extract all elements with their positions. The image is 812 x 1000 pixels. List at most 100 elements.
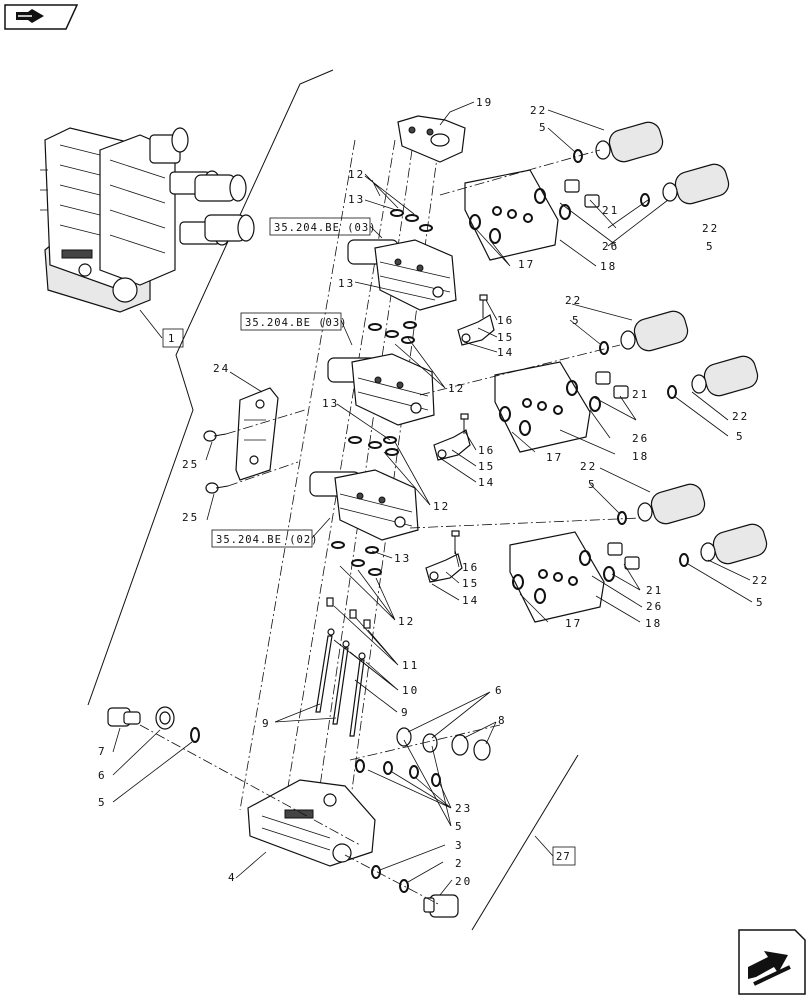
valve-section-2 bbox=[327, 353, 435, 426]
svg-text:14: 14 bbox=[462, 594, 479, 607]
svg-text:17: 17 bbox=[565, 617, 582, 630]
lever-section-3 bbox=[425, 530, 463, 583]
svg-text:22: 22 bbox=[752, 574, 769, 587]
svg-text:6: 6 bbox=[495, 684, 504, 697]
svg-text:18: 18 bbox=[600, 260, 617, 273]
svg-text:16: 16 bbox=[497, 314, 514, 327]
svg-text:25: 25 bbox=[182, 458, 199, 471]
svg-text:26: 26 bbox=[602, 240, 619, 253]
next-page-arrow-icon[interactable] bbox=[738, 929, 806, 995]
callout-leaders bbox=[112, 101, 753, 896]
svg-text:18: 18 bbox=[632, 450, 649, 463]
o-ring-2 bbox=[399, 879, 409, 893]
svg-text:13: 13 bbox=[338, 277, 355, 290]
svg-text:1: 1 bbox=[168, 333, 175, 345]
fitting-20 bbox=[423, 894, 459, 918]
svg-text:12: 12 bbox=[448, 382, 465, 395]
svg-text:5: 5 bbox=[539, 121, 548, 134]
svg-text:21: 21 bbox=[646, 584, 663, 597]
svg-text:14: 14 bbox=[478, 476, 495, 489]
svg-text:23: 23 bbox=[455, 802, 472, 815]
screw-25-b bbox=[205, 482, 229, 494]
svg-text:5: 5 bbox=[98, 796, 107, 809]
svg-text:26: 26 bbox=[646, 600, 663, 613]
svg-text:35.204.BE (03): 35.204.BE (03) bbox=[274, 222, 377, 234]
lever-section-1 bbox=[457, 294, 495, 346]
plug-6-left bbox=[155, 706, 175, 730]
svg-text:14: 14 bbox=[497, 346, 514, 359]
svg-text:5: 5 bbox=[588, 478, 597, 491]
svg-text:15: 15 bbox=[497, 331, 514, 344]
ref-box-1[interactable]: 1 bbox=[162, 328, 184, 348]
inlet-body-4 bbox=[247, 779, 376, 867]
svg-text:12: 12 bbox=[433, 500, 450, 513]
svg-text:26: 26 bbox=[632, 432, 649, 445]
svg-text:4: 4 bbox=[228, 871, 237, 884]
svg-text:15: 15 bbox=[462, 577, 479, 590]
svg-text:11: 11 bbox=[402, 659, 419, 672]
solenoid-group-1 bbox=[439, 121, 730, 261]
svg-text:22: 22 bbox=[702, 222, 719, 235]
valve-section-1 bbox=[347, 239, 457, 311]
svg-text:13: 13 bbox=[394, 552, 411, 565]
svg-text:35.204.BE (03): 35.204.BE (03) bbox=[245, 317, 348, 329]
book-arrow-icon[interactable] bbox=[4, 4, 78, 30]
svg-text:35.204.BE (02): 35.204.BE (02) bbox=[216, 534, 319, 546]
plugs-6-right bbox=[396, 727, 438, 753]
svg-text:19: 19 bbox=[476, 96, 493, 109]
svg-text:5: 5 bbox=[572, 314, 581, 327]
svg-text:21: 21 bbox=[632, 388, 649, 401]
svg-text:2: 2 bbox=[455, 857, 464, 870]
tie-rods-9 bbox=[315, 628, 366, 737]
assembly-overview-image bbox=[40, 127, 255, 313]
svg-text:22: 22 bbox=[530, 104, 547, 117]
plugs-11 bbox=[326, 597, 371, 629]
svg-text:8: 8 bbox=[498, 714, 507, 727]
ref-box-a[interactable]: 35.204.BE (03) bbox=[269, 217, 383, 239]
svg-text:13: 13 bbox=[322, 397, 339, 410]
svg-text:27: 27 bbox=[556, 851, 571, 863]
screw-25-a bbox=[203, 430, 227, 442]
svg-text:9: 9 bbox=[401, 706, 410, 719]
svg-text:18: 18 bbox=[645, 617, 662, 630]
svg-text:22: 22 bbox=[580, 460, 597, 473]
svg-text:17: 17 bbox=[546, 451, 563, 464]
svg-text:5: 5 bbox=[756, 596, 765, 609]
svg-text:21: 21 bbox=[602, 204, 619, 217]
svg-text:12: 12 bbox=[398, 615, 415, 628]
svg-text:22: 22 bbox=[565, 294, 582, 307]
solenoid-group-3 bbox=[409, 483, 768, 623]
svg-text:9: 9 bbox=[262, 717, 271, 730]
bracket-24 bbox=[235, 387, 279, 481]
svg-text:22: 22 bbox=[732, 410, 749, 423]
o-rings-12 bbox=[331, 209, 433, 576]
ref-box-b[interactable]: 35.204.BE (03) bbox=[240, 312, 353, 346]
svg-text:5: 5 bbox=[706, 240, 715, 253]
solenoid-group-2 bbox=[419, 310, 759, 453]
svg-text:16: 16 bbox=[478, 444, 495, 457]
svg-text:3: 3 bbox=[455, 839, 464, 852]
ref-box-27[interactable]: 27 bbox=[534, 835, 576, 866]
o-rings-23 bbox=[355, 759, 441, 787]
plug-7 bbox=[107, 707, 141, 727]
svg-text:25: 25 bbox=[182, 511, 199, 524]
plugs-8 bbox=[451, 734, 491, 761]
svg-text:24: 24 bbox=[213, 362, 230, 375]
lever-section-2 bbox=[433, 413, 471, 461]
svg-text:16: 16 bbox=[462, 561, 479, 574]
svg-text:5: 5 bbox=[736, 430, 745, 443]
callout-labels: 19 22 5 12 13 21 22 26 5 17 18 13 16 15 … bbox=[98, 96, 769, 888]
svg-text:20: 20 bbox=[455, 875, 472, 888]
svg-text:13: 13 bbox=[348, 193, 365, 206]
svg-text:7: 7 bbox=[98, 745, 107, 758]
o-ring-5-left bbox=[190, 727, 200, 743]
ref-box-c[interactable]: 35.204.BE (02) bbox=[211, 517, 331, 548]
o-ring-3 bbox=[371, 865, 381, 879]
svg-text:12: 12 bbox=[348, 168, 365, 181]
svg-text:5: 5 bbox=[455, 820, 464, 833]
svg-text:15: 15 bbox=[478, 460, 495, 473]
svg-text:17: 17 bbox=[518, 258, 535, 271]
end-plate-19 bbox=[397, 115, 466, 163]
svg-text:10: 10 bbox=[402, 684, 419, 697]
